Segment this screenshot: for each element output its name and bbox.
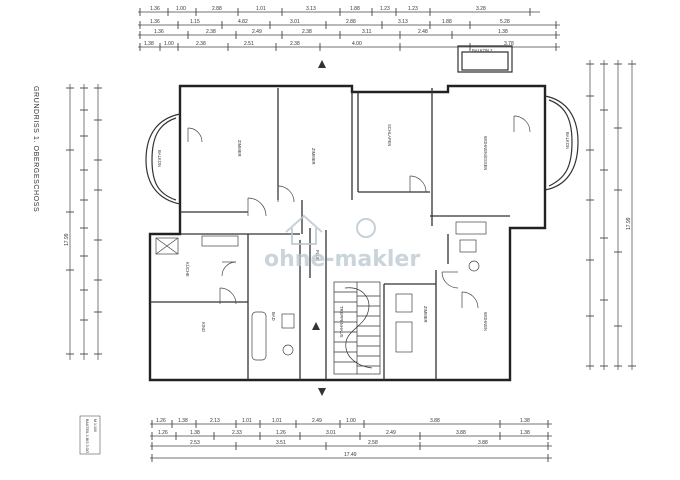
house-icon xyxy=(285,214,323,245)
dim-bottom-1-e: 1.01 xyxy=(272,418,282,424)
right-dimension-total: 17.99 xyxy=(626,217,632,230)
dim-left-total: 17.99 xyxy=(64,233,70,246)
room-treppe: TREPPENHAUS xyxy=(339,306,344,338)
dim-top-3-g: 1.38 xyxy=(498,29,508,35)
dim-bottom-2-g: 3.88 xyxy=(456,430,466,436)
dim-top-2-e: 2.88 xyxy=(346,19,356,25)
dim-bottom-1-g: 1.00 xyxy=(346,418,356,424)
dim-bottom-3-b: 3.51 xyxy=(276,440,286,446)
room-balkon-left: BALKON xyxy=(157,150,162,167)
dim-top-2-b: 1.15 xyxy=(190,19,200,25)
dim-top-2-f: 3.13 xyxy=(398,19,408,25)
dim-top-4-d: 2.51 xyxy=(244,41,254,47)
dim-top-1-c: 2.88 xyxy=(212,6,222,12)
left-dimension-lines xyxy=(66,84,102,360)
plan-title: GRUNDRISS 1. OBERGESCHOSS xyxy=(32,86,39,212)
dim-top-1-e: 3.13 xyxy=(306,6,316,12)
room-zimmer-1: ZIMMER xyxy=(237,140,242,157)
dim-bottom-2-e: 3.01 xyxy=(326,430,336,436)
dim-bottom-3-a: 2.53 xyxy=(190,440,200,446)
bottom-dimension-values: 1.26 1.38 2.13 1.01 1.01 2.49 1.00 3.88 … xyxy=(156,418,530,458)
room-balkon-top: BALKON 2 xyxy=(472,48,493,53)
dim-top-2-h: 5.28 xyxy=(500,19,510,25)
watermark: ohne-makler xyxy=(264,214,420,272)
bath-fixtures xyxy=(155,221,487,361)
room-kind: KIND xyxy=(201,322,206,332)
dim-top-3-e: 3.11 xyxy=(362,29,372,35)
dim-top-2-g: 1.88 xyxy=(442,19,452,25)
dim-bottom-2-c: 2.33 xyxy=(232,430,242,436)
dim-top-1-g: 1.23 xyxy=(380,6,390,12)
dim-top-1-f: 1.88 xyxy=(350,6,360,12)
arrow-up-icon xyxy=(318,60,326,68)
dim-top-4-e: 2.38 xyxy=(290,41,300,47)
dim-bottom-2-h: 1.38 xyxy=(520,430,530,436)
interior-walls xyxy=(150,88,510,380)
dim-top-1-d: 1.01 xyxy=(256,6,266,12)
watermark-text: ohne-makler xyxy=(264,247,420,272)
top-dimension-values: 1.36 1.00 2.88 1.01 3.13 1.88 1.23 1.23 … xyxy=(144,6,514,47)
arrow-up-icon xyxy=(312,322,320,330)
room-wohnen: WOHNEN/ESSEN xyxy=(483,136,488,170)
dim-bottom-1-a: 1.26 xyxy=(156,418,166,424)
balconies xyxy=(145,45,579,205)
room-flur: FLUR xyxy=(315,250,320,261)
dim-bottom-1-d: 1.01 xyxy=(242,418,252,424)
bottom-dimension-lines xyxy=(150,420,552,462)
dim-bottom-2-d: 1.26 xyxy=(276,430,286,436)
top-dimension-lines xyxy=(138,8,560,51)
dim-top-1-i: 3.28 xyxy=(476,6,486,12)
dim-bottom-1-c: 2.13 xyxy=(210,418,220,424)
dim-top-2-a: 1.36 xyxy=(150,19,160,25)
room-bad: BAD xyxy=(271,312,276,321)
dim-top-3-b: 2.38 xyxy=(206,29,216,35)
dim-top-4-c: 2.38 xyxy=(196,41,206,47)
dim-bottom-1-b: 1.38 xyxy=(178,418,188,424)
room-labels: BALKON 2 BALKON BALKON ZIMMER ZIMMER SCH… xyxy=(157,48,570,338)
room-schlafen: SCHLAFEN xyxy=(387,124,392,146)
dim-top-1-a: 1.36 xyxy=(150,6,160,12)
dim-top-3-d: 2.38 xyxy=(302,29,312,35)
room-balkon-right: BALKON xyxy=(565,132,570,149)
dim-top-4-a: 1.38 xyxy=(144,41,154,47)
dim-bottom-2-b: 1.38 xyxy=(190,430,200,436)
dim-bottom-1-f: 2.49 xyxy=(312,418,322,424)
room-zimmer-3: ZIMMER xyxy=(423,306,428,323)
dim-top-1-b: 1.00 xyxy=(176,6,186,12)
dim-top-3-a: 1.36 xyxy=(154,29,164,35)
room-wohnen-2: WOHNEN xyxy=(483,312,488,331)
dim-bottom-2-f: 2.49 xyxy=(386,430,396,436)
dim-top-4-g: 3.78 xyxy=(504,41,514,47)
left-dimension-total: 17.99 xyxy=(64,233,70,246)
arrow-down-icon xyxy=(318,388,326,396)
dim-top-4-f: 4.00 xyxy=(352,41,362,47)
room-kueche: KÜCHE xyxy=(185,262,190,277)
right-dimension-lines xyxy=(586,60,636,370)
dim-bottom-1-h: 3.88 xyxy=(430,418,440,424)
plan-stamp: BAUTEIL 1.BIS 3.OG M 1:100 xyxy=(79,415,101,455)
door-swings xyxy=(187,115,531,309)
dim-bottom-3-c: 2.58 xyxy=(368,440,378,446)
dim-top-2-d: 3.01 xyxy=(290,19,300,25)
dim-top-4-b: 1.00 xyxy=(164,41,174,47)
dim-bottom-total: 17.49 xyxy=(344,452,357,458)
dim-top-1-h: 1.23 xyxy=(408,6,418,12)
dim-right-total: 17.99 xyxy=(626,217,632,230)
location-pin-icon xyxy=(356,218,376,238)
dim-bottom-3-d: 3.88 xyxy=(478,440,488,446)
dim-top-2-c: 4.82 xyxy=(238,19,248,25)
stairwell xyxy=(333,281,381,375)
dim-bottom-1-i: 1.38 xyxy=(520,418,530,424)
stamp-line-2: M 1:100 xyxy=(93,419,97,432)
room-zimmer-2: ZIMMER xyxy=(311,148,316,165)
dim-top-3-f: 2.48 xyxy=(418,29,428,35)
dim-top-3-c: 2.49 xyxy=(252,29,262,35)
dim-bottom-2-a: 1.26 xyxy=(158,430,168,436)
stamp-line-1: BAUTEIL 1.BIS 3.OG xyxy=(85,419,89,453)
